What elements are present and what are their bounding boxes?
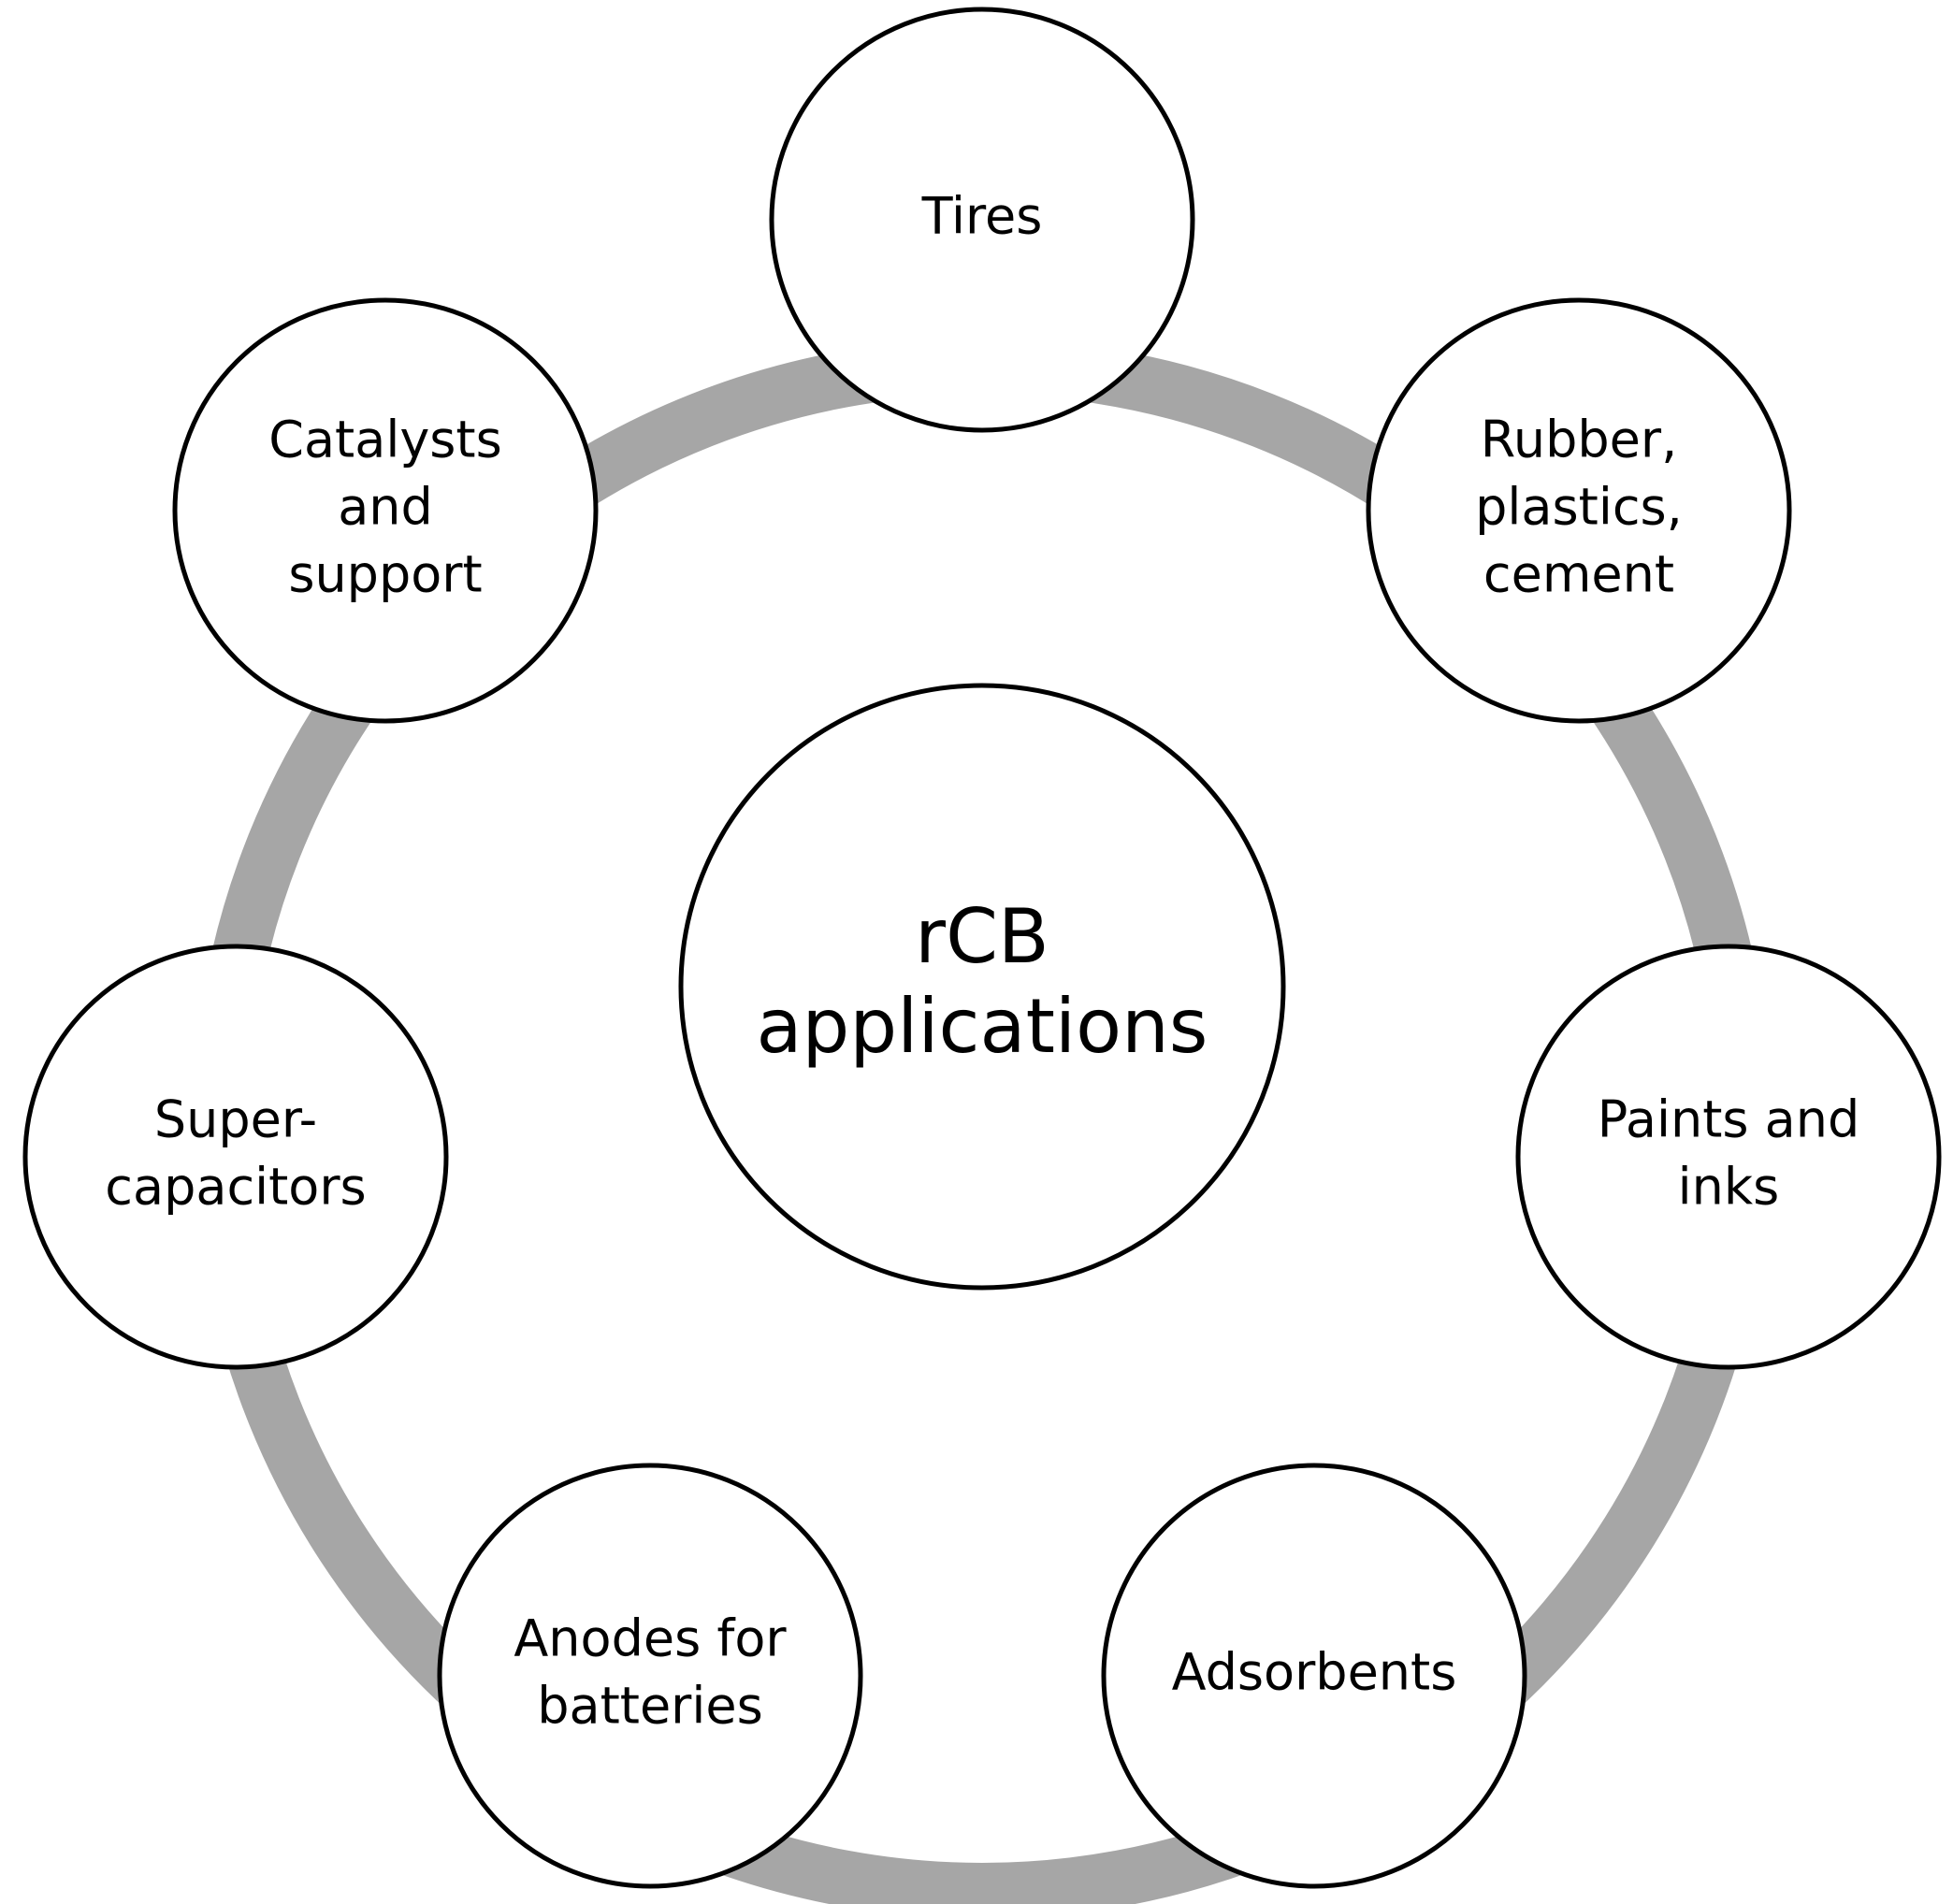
- node-label: plastics,: [1475, 478, 1683, 537]
- node-circle: [1366, 297, 1792, 724]
- node-label: Rubber,: [1481, 411, 1677, 469]
- node-label: Tires: [921, 187, 1043, 246]
- node-label: inks: [1678, 1158, 1780, 1217]
- node-circle: [172, 297, 599, 724]
- node-tires: Tires: [769, 7, 1195, 433]
- node-label: Adsorbents: [1172, 1643, 1457, 1702]
- node-label: cement: [1483, 545, 1674, 604]
- node-circle: [22, 944, 449, 1370]
- center-label: rCB: [915, 893, 1049, 980]
- node-super-capacitors: Super-capacitors: [22, 944, 449, 1370]
- center-label: applications: [757, 983, 1208, 1070]
- node-anodes-for-batteries: Anodes for batteries: [437, 1463, 863, 1889]
- node-circle: [437, 1463, 863, 1889]
- node-label: support: [288, 545, 482, 604]
- center-circle: [678, 683, 1286, 1291]
- node-circle: [1515, 944, 1942, 1370]
- node-adsorbents: Adsorbents: [1101, 1463, 1527, 1889]
- node-circle: [769, 7, 1195, 433]
- node-label: Paints and: [1598, 1090, 1860, 1149]
- node-label: and: [338, 478, 433, 537]
- node-circle: [1101, 1463, 1527, 1889]
- node-label: capacitors: [105, 1158, 366, 1217]
- node-rubber-plastics-cement: Rubber, plastics, cement: [1366, 297, 1792, 724]
- node-catalysts-and-support: Catalysts and support: [172, 297, 599, 724]
- node-label: batteries: [537, 1677, 763, 1736]
- node-label: Catalysts: [268, 411, 501, 469]
- node-label: Anodes for: [514, 1609, 787, 1668]
- node-label: Super-: [154, 1090, 317, 1149]
- node-paints-and-inks: Paints and inks: [1515, 944, 1942, 1370]
